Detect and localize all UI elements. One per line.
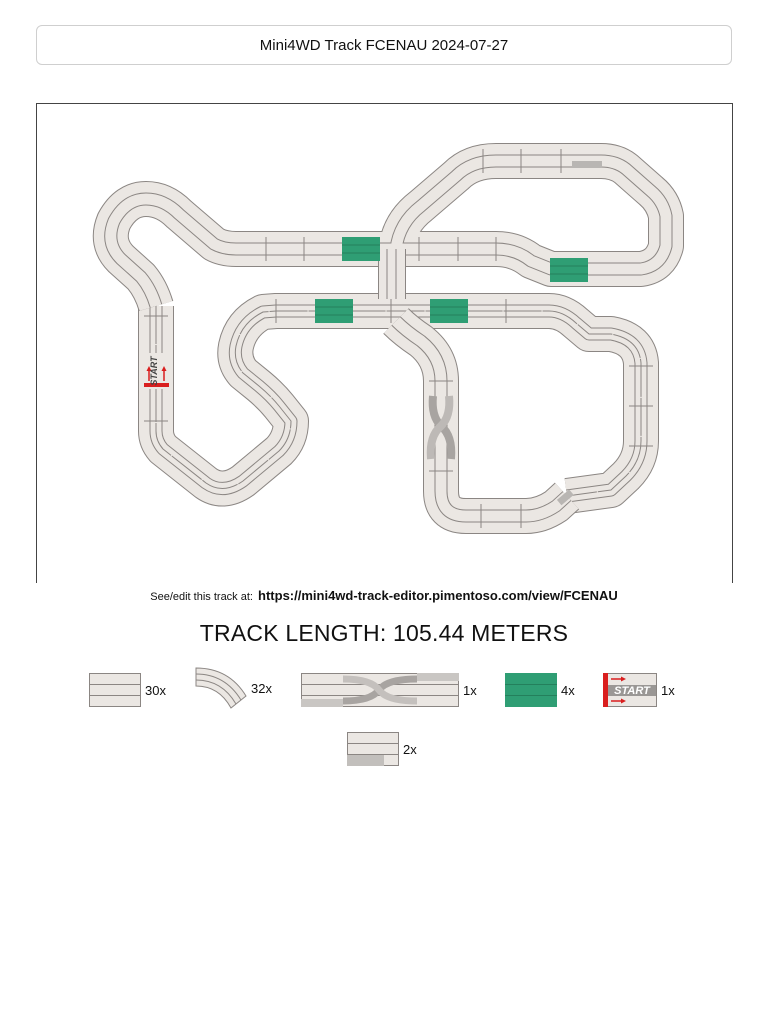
start-marker: START [144, 353, 169, 389]
legend-item-lane-change: 1x [301, 671, 477, 709]
curve-count: 32x [251, 680, 272, 696]
start-marker-label: START [149, 355, 159, 386]
slope-piece-icon [347, 732, 399, 766]
start-count: 1x [661, 682, 675, 698]
segment-dividers [144, 149, 653, 528]
legend-item-straight: 30x [89, 673, 166, 707]
slope-piece-bottom [556, 489, 574, 506]
green-sections [315, 237, 588, 323]
track-editor-link[interactable]: https://mini4wd-track-editor.pimentoso.c… [258, 588, 618, 603]
green-straight-count: 4x [561, 682, 575, 698]
track-title-box: Mini4WD Track FCENAU 2024-07-27 [36, 25, 732, 65]
upper-loop-track [92, 143, 684, 312]
start-piece-icon: START [603, 673, 657, 707]
lane-change-count: 1x [463, 682, 477, 698]
left-loop-track [138, 293, 659, 514]
legend-item-green-straight: 4x [505, 673, 575, 707]
curve-piece-icon [195, 667, 247, 709]
straight-count: 30x [145, 682, 166, 698]
legend-item-curve: 32x [195, 666, 272, 710]
green-straight-piece-icon [505, 673, 557, 707]
track-map: START [36, 103, 733, 583]
slope-piece-top [572, 161, 602, 168]
track-length: TRACK LENGTH: 105.44 METERS [199, 620, 569, 646]
track-title: Mini4WD Track FCENAU 2024-07-27 [259, 36, 509, 54]
straight-piece-icon [89, 673, 141, 707]
slope-count: 2x [403, 741, 417, 757]
legend-item-slope: 2x [347, 732, 417, 766]
lane-change-section [426, 395, 456, 460]
legend-item-start: START 1x [603, 673, 675, 707]
lane-change-piece-icon [301, 673, 459, 707]
right-inner-track [383, 308, 580, 534]
track-link-line: See/edit this track at: https://mini4wd-… [0, 588, 768, 603]
track-layout-drawing: START [92, 143, 684, 534]
bridge-connector-track [378, 249, 406, 299]
start-piece-label: START [614, 685, 651, 697]
link-prefix: See/edit this track at: [150, 591, 253, 603]
